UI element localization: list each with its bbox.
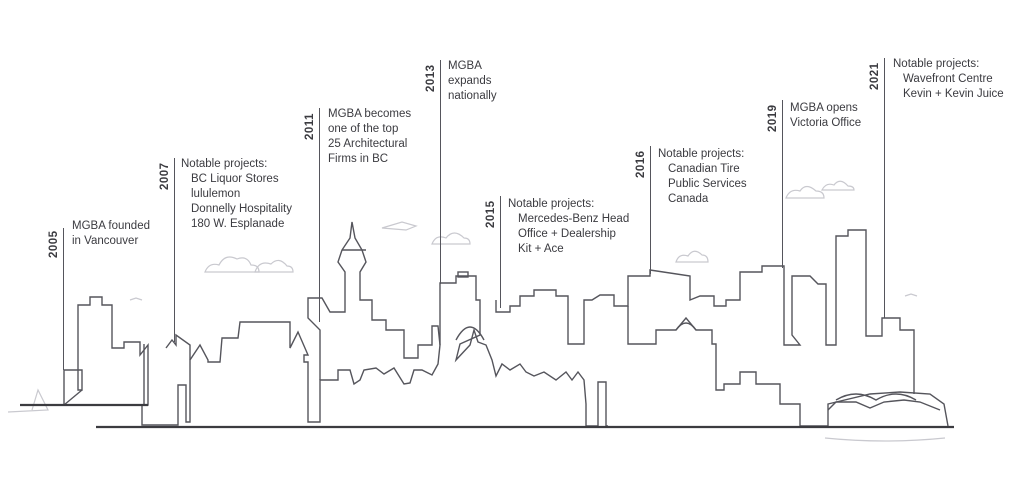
year-label-2019: 2019	[767, 104, 779, 132]
seaplane-icon	[381, 221, 418, 231]
milestone-line-2013	[440, 60, 442, 284]
milestone-line: expands	[448, 75, 492, 87]
milestone-note-2007: Notable projects: BC Liquor Stores lulul…	[181, 157, 292, 232]
skyline-outline	[30, 221, 949, 427]
project-item: Canadian Tire	[668, 163, 740, 175]
year-label-2005: 2005	[48, 230, 60, 258]
milestone-line: MGBA founded	[72, 220, 150, 232]
year-label-2016: 2016	[635, 150, 647, 178]
milestone-line: nationally	[448, 90, 497, 102]
milestone-note-2005: MGBA founded in Vancouver	[72, 219, 150, 249]
milestone-note-2011: MGBA becomes one of the top 25 Architect…	[328, 107, 411, 167]
milestone-note-2021: Notable projects: Wavefront Centre Kevin…	[893, 57, 1004, 102]
year-label-2013: 2013	[425, 64, 437, 92]
cloud-icon	[431, 232, 471, 245]
milestone-line-2015	[500, 196, 502, 308]
milestone-line: one of the top	[328, 123, 399, 135]
milestone-heading: Notable projects:	[508, 198, 595, 210]
milestone-line-2021	[884, 58, 886, 318]
milestone-line: MGBA becomes	[328, 108, 412, 120]
bird-icon	[129, 297, 143, 301]
milestone-line-2016	[650, 146, 652, 274]
cloud-icon	[204, 256, 260, 273]
project-item: Kevin + Kevin Juice	[903, 88, 1004, 100]
water-ripple	[824, 437, 946, 442]
ground-lines	[20, 403, 954, 429]
milestone-line: Victoria Office	[790, 117, 862, 129]
sailboat-icon	[7, 388, 49, 413]
project-item: BC Liquor Stores	[191, 173, 279, 185]
milestone-note-2015: Notable projects: Mercedes-Benz Head Off…	[508, 197, 629, 257]
project-item: Public Services	[668, 178, 747, 190]
project-item: Kit + Ace	[518, 243, 564, 255]
milestone-line: 25 Architectural	[328, 138, 408, 150]
project-item: Mercedes-Benz Head	[518, 213, 630, 225]
milestone-line: MGBA opens	[790, 102, 858, 114]
milestone-line: Firms in BC	[328, 153, 389, 165]
year-label-2015: 2015	[485, 200, 497, 228]
milestone-heading: Notable projects:	[181, 158, 268, 170]
project-item: 180 W. Esplanade	[191, 218, 285, 230]
year-label-2021: 2021	[869, 62, 881, 90]
milestone-line-2007	[174, 158, 176, 342]
year-label-2007: 2007	[159, 162, 171, 190]
milestone-line-2005	[63, 228, 65, 370]
project-item: Office + Dealership	[518, 228, 616, 240]
project-item: Donnelly Hospitality	[191, 203, 292, 215]
milestone-note-2013: MGBA expands nationally	[448, 59, 497, 104]
milestone-note-2019: MGBA opens Victoria Office	[790, 101, 861, 131]
cloud-icon	[821, 180, 855, 191]
year-label-2011: 2011	[304, 113, 316, 140]
clouds	[7, 180, 946, 442]
cloud-icon	[254, 259, 294, 273]
milestone-heading: Notable projects:	[658, 148, 745, 160]
project-item: lululemon	[191, 188, 241, 200]
bird-icon	[904, 293, 918, 297]
milestone-heading: Notable projects:	[893, 58, 980, 70]
milestone-line-2019	[782, 100, 784, 268]
project-item: Wavefront Centre	[903, 73, 993, 85]
milestone-note-2016: Notable projects: Canadian Tire Public S…	[658, 147, 747, 207]
project-item: Canada	[668, 193, 709, 205]
milestone-line-2011	[319, 108, 321, 322]
milestone-line: MGBA	[448, 60, 482, 72]
cloud-icon	[785, 185, 825, 199]
cloud-icon	[675, 250, 709, 263]
milestone-line: in Vancouver	[72, 235, 139, 247]
